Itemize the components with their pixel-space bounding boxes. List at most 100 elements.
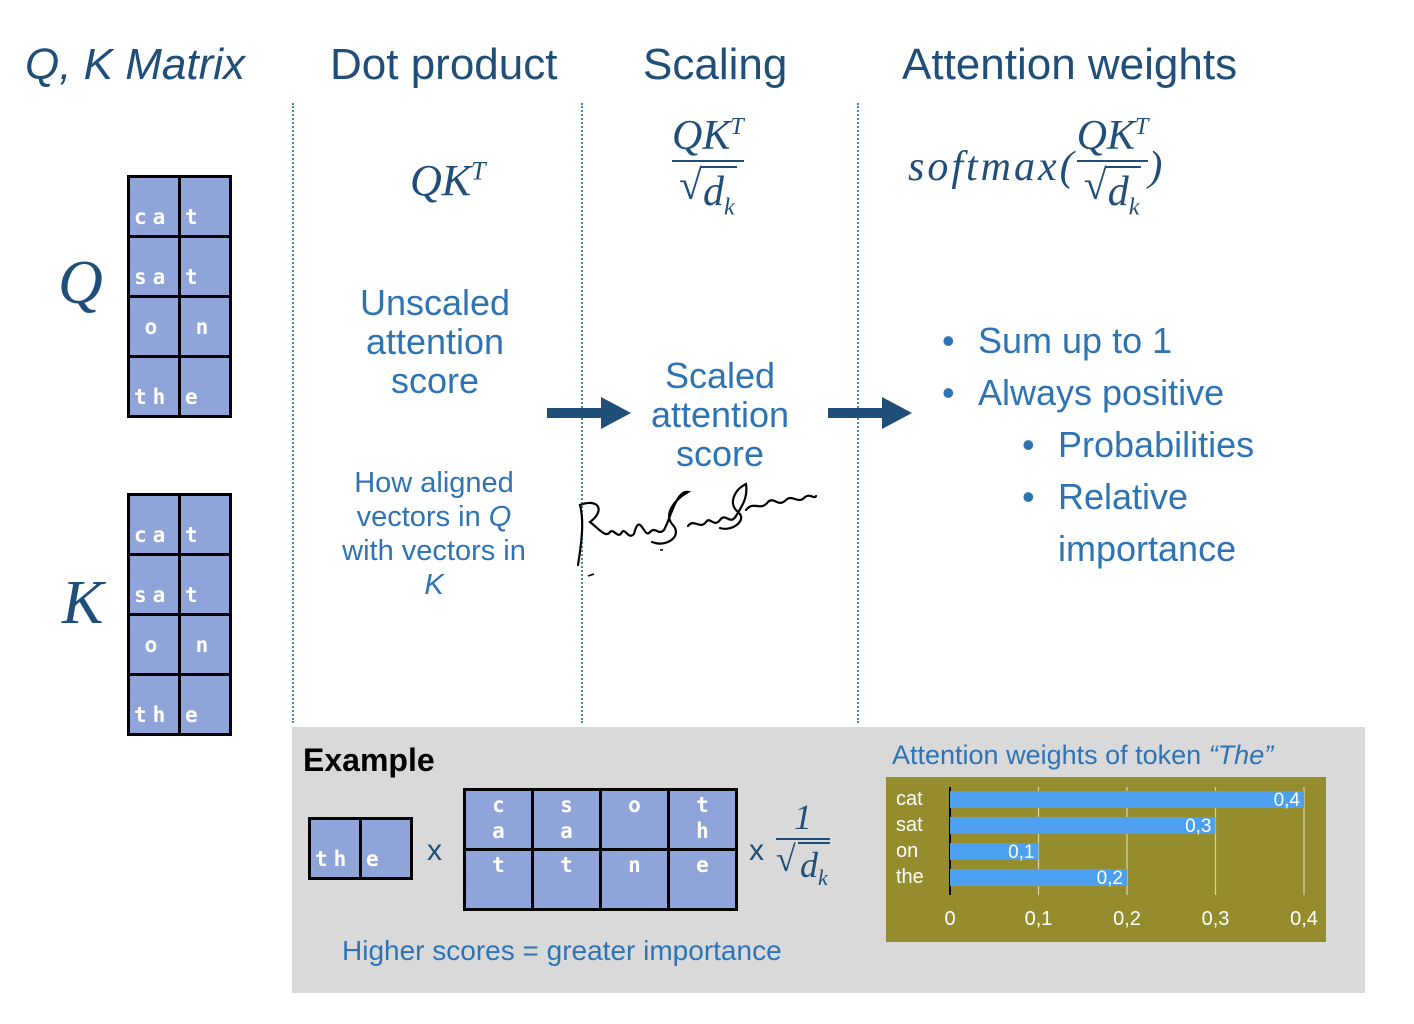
title-line: score <box>390 360 480 401</box>
y-tick-label: cat <box>896 788 923 810</box>
formula-transpose: T <box>730 114 744 140</box>
matrix-cell: sa <box>130 556 178 613</box>
sub-bullet-item: Probabilities <box>1022 419 1254 471</box>
desc-line: How aligned <box>354 467 514 499</box>
fraction-bar <box>776 838 830 840</box>
formula-k-sub: k <box>1128 194 1140 221</box>
bullet-item: Always positive <box>942 367 1254 419</box>
bar <box>950 817 1216 834</box>
title-line: Scaled <box>664 355 776 396</box>
desc-var-q: Q <box>488 501 512 533</box>
matrix-cell: o <box>130 298 178 355</box>
sqrt-icon: √ <box>679 163 703 209</box>
k-matrix-label: K <box>62 569 104 637</box>
signature <box>548 470 818 590</box>
x-tick-label: 0 <box>944 908 955 930</box>
matrix-cell: o <box>130 616 178 673</box>
scaling-formula: QKT √dk <box>672 112 744 221</box>
scaled-score-title: Scaled attention score <box>630 356 810 473</box>
title-line: attention <box>365 321 505 362</box>
matrix-cell: n <box>181 298 229 355</box>
data-label: 0,2 <box>1097 868 1123 889</box>
bullet-item: Sum up to 1 <box>942 315 1254 367</box>
matrix-cell: t <box>181 556 229 613</box>
sqrt-icon: √ <box>776 839 796 879</box>
formula-k: K <box>702 113 731 159</box>
signature-image <box>576 482 818 577</box>
matrix-cell: t <box>181 496 229 553</box>
y-tick-label: the <box>896 866 924 888</box>
formula-d: d <box>703 169 725 215</box>
formula-q: Q <box>410 156 442 205</box>
sqrt-icon: √ <box>1083 163 1107 209</box>
title-line: attention <box>650 394 790 435</box>
multiply-sign: x <box>427 834 442 867</box>
q-matrix-label: Q <box>58 249 103 317</box>
multiply-sign: x <box>749 834 764 867</box>
matrix-cell: t <box>534 851 599 908</box>
arrow-right-icon <box>547 397 631 429</box>
bar <box>950 869 1127 886</box>
header-qk-matrix: Q, K Matrix <box>25 40 246 89</box>
header-dot-product: Dot product <box>330 40 558 89</box>
y-tick-label: on <box>896 840 918 862</box>
matrix-cell: th <box>130 358 178 415</box>
arrow-right-icon <box>828 397 912 429</box>
matrix-cell: t <box>466 851 531 908</box>
formula-transpose: T <box>1135 114 1149 140</box>
dot-product-description: How aligned vectors in Q with vectors in… <box>318 466 550 602</box>
x-tick-label: 0,4 <box>1290 908 1318 930</box>
matrix-cell: o <box>602 791 667 848</box>
matrix-cell: th <box>311 820 359 877</box>
data-label: 0,4 <box>1274 790 1301 811</box>
matrix-cell: sa <box>130 238 178 295</box>
header-scaling: Scaling <box>643 40 788 89</box>
matrix-cell: e <box>362 820 410 877</box>
matrix-cell: t <box>181 178 229 235</box>
matrix-cell: sa <box>534 791 599 848</box>
title-line: Unscaled <box>359 282 511 323</box>
formula-k-sub: k <box>818 865 828 891</box>
x-tick-label: 0,2 <box>1113 908 1141 930</box>
fraction-numerator: 1 <box>793 797 812 837</box>
bar <box>950 843 1039 860</box>
data-label: 0,1 <box>1008 842 1034 863</box>
chart-title: Attention weights of token “The” <box>892 740 1273 771</box>
matrix-cell: n <box>181 616 229 673</box>
formula-k: K <box>1107 113 1136 159</box>
fraction-bar <box>1076 160 1149 162</box>
title-line: score <box>675 433 765 474</box>
softmax-text: softmax( <box>908 143 1077 190</box>
formula-transpose: T <box>471 156 486 186</box>
desc-line: vectors in <box>356 501 489 533</box>
formula-d: d <box>1107 169 1129 215</box>
matrix-cell: th <box>130 676 178 733</box>
chart-title-token: “The” <box>1208 740 1274 770</box>
matrix-cell: ca <box>130 496 178 553</box>
formula-q: Q <box>672 113 703 159</box>
example-title: Example <box>303 742 435 778</box>
softmax-close: ) <box>1148 143 1163 190</box>
matrix-cell: e <box>181 358 229 415</box>
sub-bullet-continuation: importance <box>1058 528 1237 569</box>
x-tick-label: 0,3 <box>1202 908 1230 930</box>
y-tick-label: sat <box>896 814 923 836</box>
formula-k: K <box>441 156 472 205</box>
data-label: 0,3 <box>1185 816 1211 837</box>
matrix-cell: t <box>181 238 229 295</box>
attention-bar-chart: 0 0,1 0,2 0,3 0,4 cat 0,4 sat 0,3 on 0,1 the 0,2 <box>886 777 1326 942</box>
x-tick-label: 0,1 <box>1025 908 1053 930</box>
column-divider <box>292 103 294 723</box>
fraction-bar <box>672 160 744 162</box>
desc-line: with vectors in <box>342 535 526 567</box>
matrix-cell: ca <box>130 178 178 235</box>
dot-product-formula: QKT <box>410 155 486 206</box>
formula-k-sub: k <box>724 194 735 221</box>
desc-var-k: K <box>424 569 444 601</box>
matrix-cell: n <box>602 851 667 908</box>
bar <box>950 791 1304 808</box>
